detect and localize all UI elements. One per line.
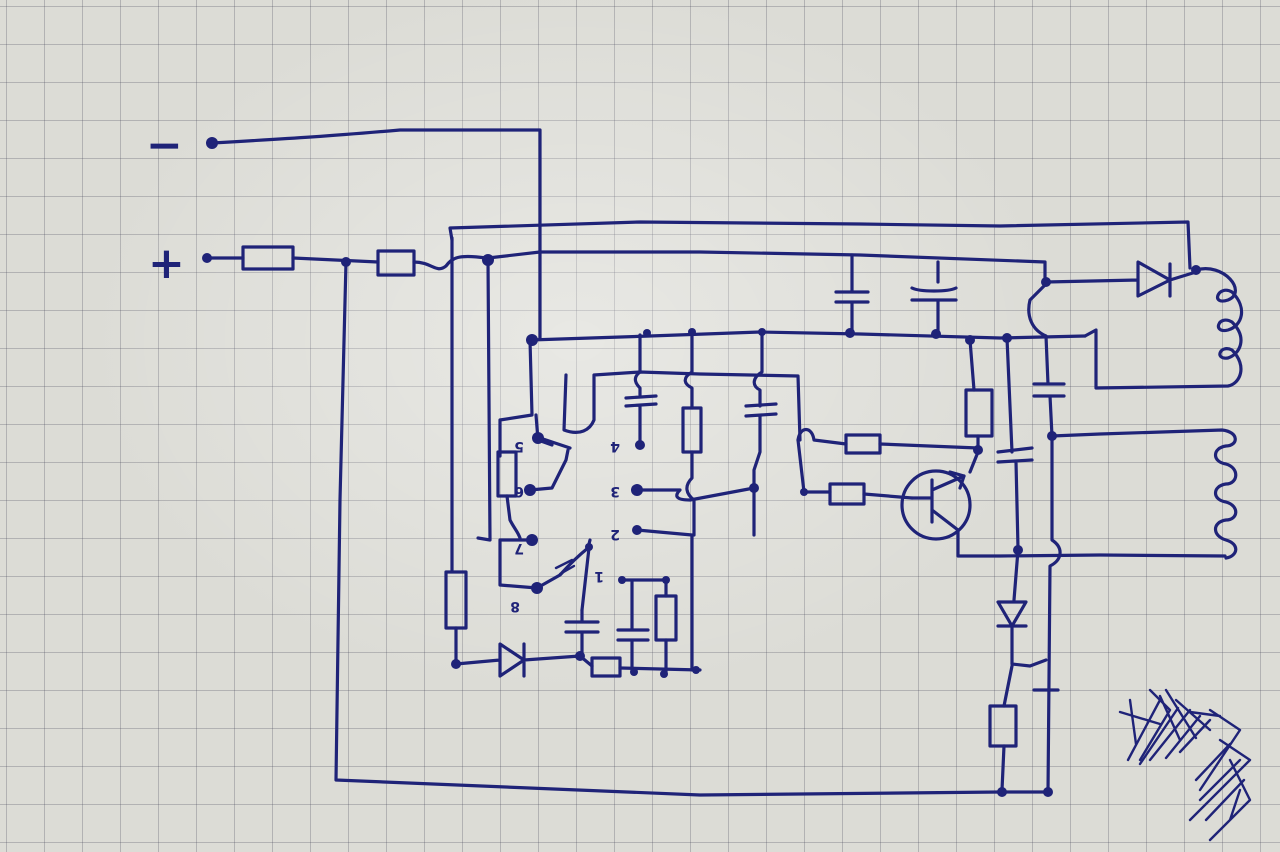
wire xyxy=(796,427,848,446)
junction-dot xyxy=(997,787,1007,797)
filter-capacitor-2 xyxy=(616,576,670,676)
input-wire-2 xyxy=(291,256,380,264)
coupling-capacitor xyxy=(996,336,1034,555)
lower-resistor xyxy=(988,704,1018,748)
switch-contacts-right xyxy=(624,333,759,672)
junction-dot xyxy=(526,334,538,346)
junction-dot xyxy=(643,329,651,337)
contact-label-8: 8 xyxy=(510,598,520,614)
wire xyxy=(796,438,832,494)
input-resistor-1 xyxy=(241,245,295,271)
positive-terminal: + xyxy=(148,238,212,289)
selector-switch: 5 4 3 2 6 7 8 1 xyxy=(496,338,802,614)
load-resistor xyxy=(654,594,678,642)
contact-label-5: 5 xyxy=(514,438,524,454)
wire xyxy=(1000,664,1014,792)
base-resistor-2 xyxy=(828,482,866,506)
middle-rail xyxy=(528,330,1087,342)
contact-label-2: 2 xyxy=(610,526,620,542)
junction-dot xyxy=(973,445,983,455)
contact-label-3: 3 xyxy=(610,483,620,499)
negative-sign-label: − xyxy=(146,120,183,171)
lower-inductor-coil xyxy=(1050,428,1238,560)
collector-resistor xyxy=(964,388,994,438)
junction-dot xyxy=(800,488,808,496)
junction-dot xyxy=(1043,787,1053,797)
upper-inductor-coil xyxy=(1083,267,1244,390)
ground-return-wire xyxy=(334,260,1048,797)
negative-terminal: − xyxy=(146,120,542,340)
wire xyxy=(968,338,976,392)
lower-diode xyxy=(996,548,1048,668)
positive-sign-label: + xyxy=(148,238,185,289)
contact-label-4: 4 xyxy=(610,438,620,454)
input-resistor-2 xyxy=(376,249,416,277)
rectifier-diode xyxy=(454,642,585,678)
crossover-wire xyxy=(412,254,488,271)
top-rail xyxy=(486,250,1047,287)
junction-dot xyxy=(660,670,668,678)
wire xyxy=(878,442,980,450)
bias-resistor-left xyxy=(444,570,468,630)
switch-resistor xyxy=(496,450,518,498)
base-resistor-1 xyxy=(844,433,882,455)
wire xyxy=(476,258,492,542)
contact-label-7: 7 xyxy=(514,540,524,556)
filter-capacitor-1 xyxy=(564,608,600,658)
series-resistor xyxy=(590,656,622,678)
rail-capacitor-2 xyxy=(910,260,958,336)
upper-return-rail xyxy=(448,220,1192,270)
column-capacitor xyxy=(744,330,778,537)
scribbled-out-sketch xyxy=(1118,688,1252,842)
column-resistor xyxy=(681,330,703,537)
output-diode xyxy=(1044,260,1201,298)
junction-dot xyxy=(692,666,700,674)
rail-capacitor-1 xyxy=(834,253,870,335)
transistor xyxy=(900,469,1227,558)
output-capacitor xyxy=(1027,277,1066,794)
contact-label-1: 1 xyxy=(594,568,604,584)
contact-label-6: 6 xyxy=(514,483,524,499)
